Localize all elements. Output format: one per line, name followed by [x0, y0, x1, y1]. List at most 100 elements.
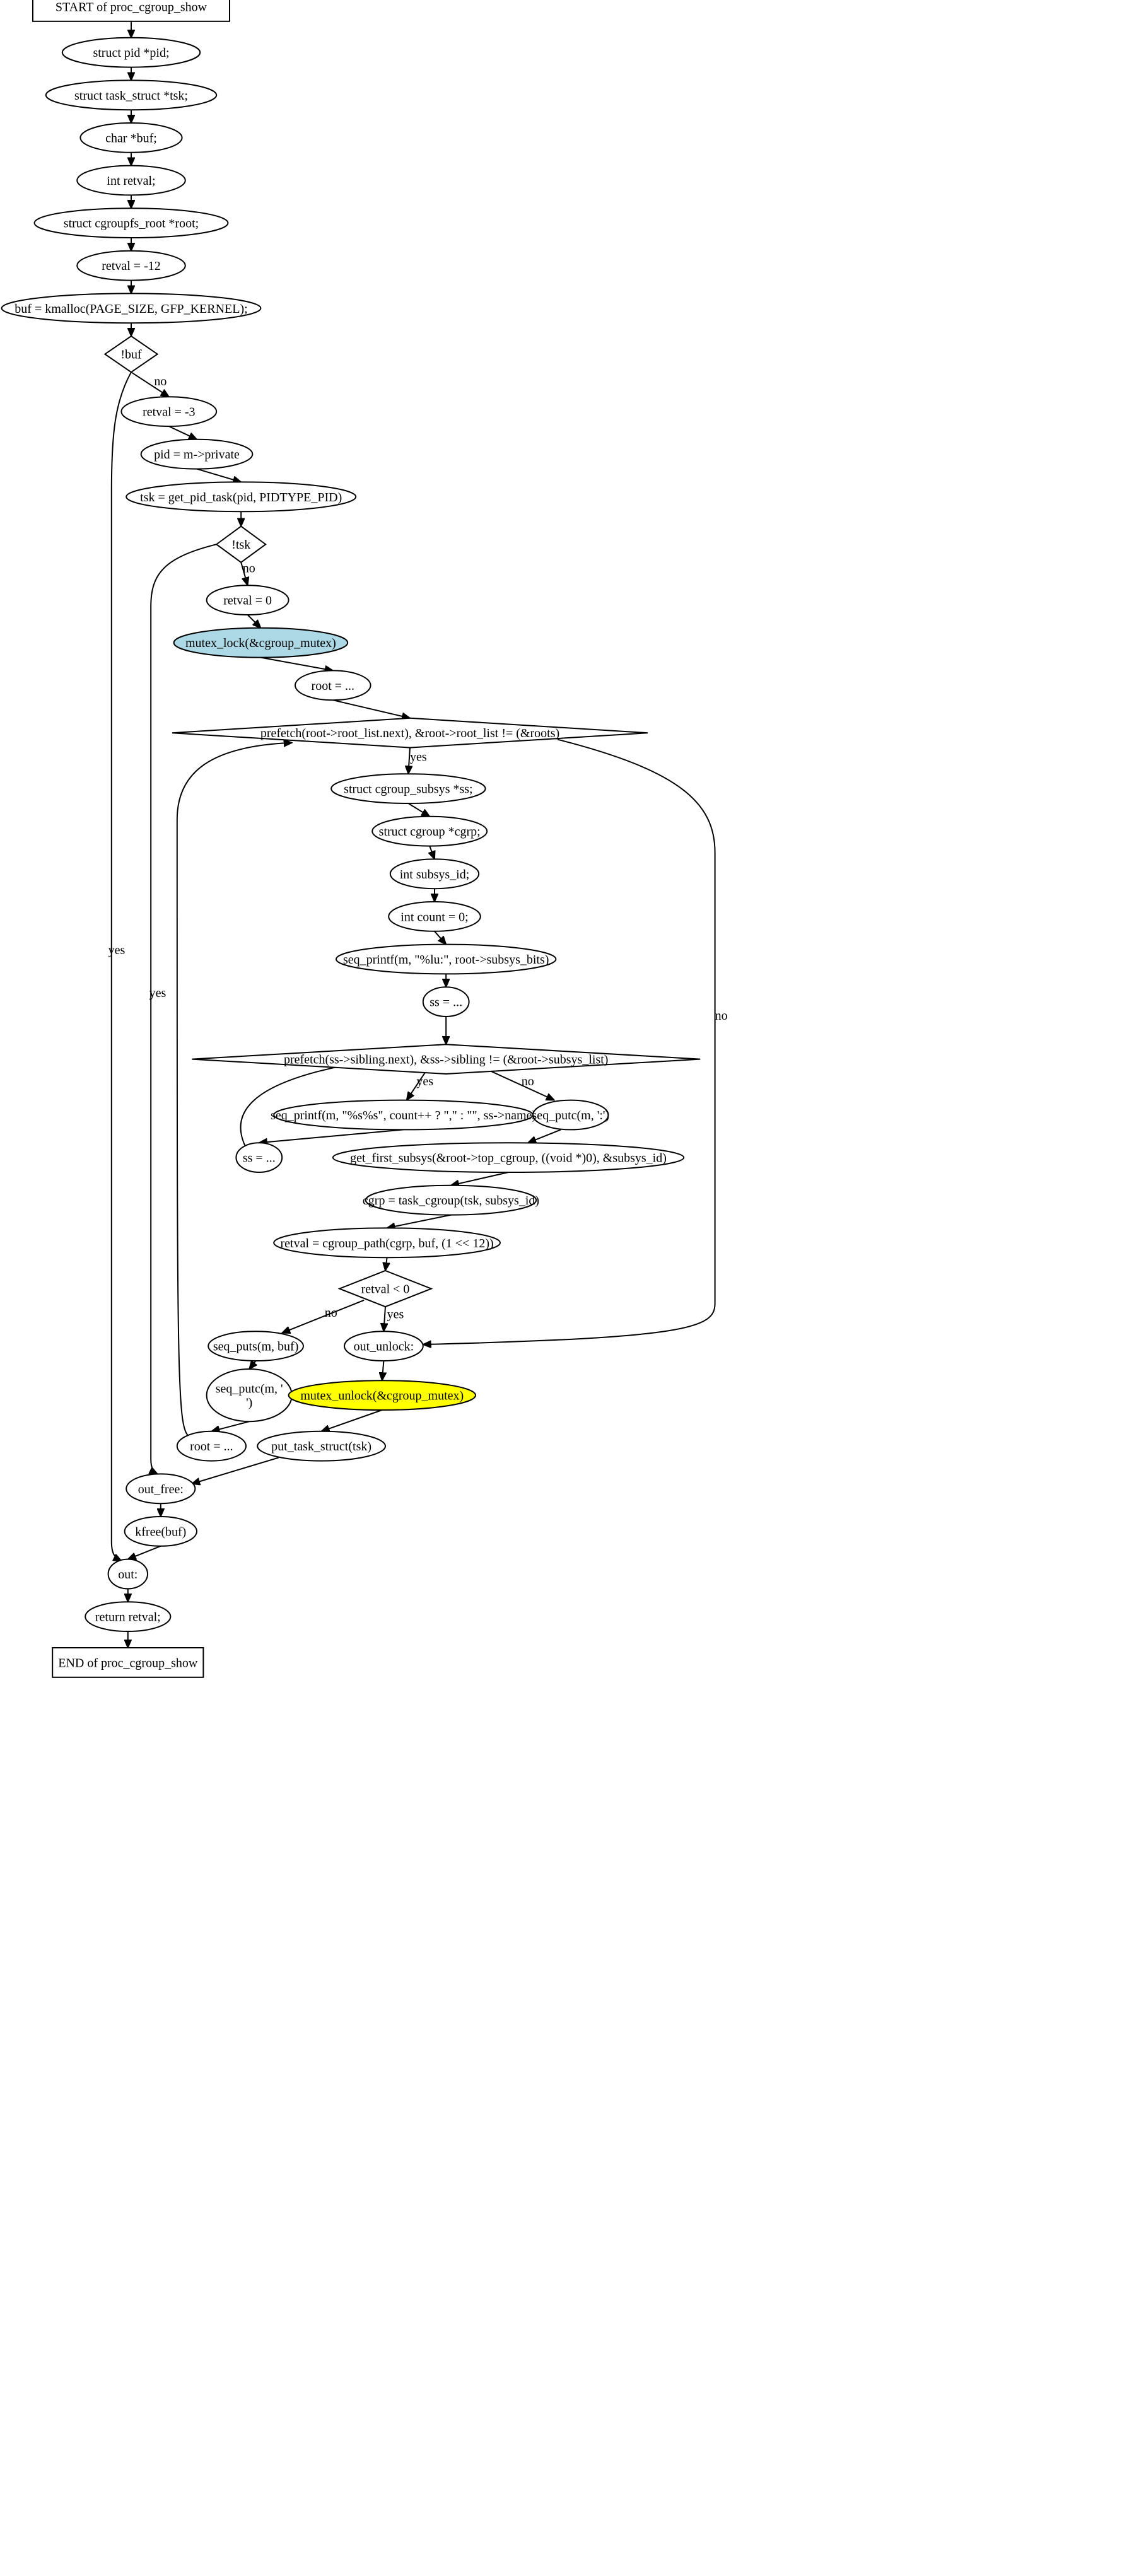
edge-n22-to-d_ss [240, 1063, 361, 1148]
node-shape [336, 943, 557, 975]
node-label: seq_printf(m, "%lu:", root->subsys_bits) [343, 953, 549, 967]
node-n24: cgrp = task_cgroup(tsk, subsys_id) [363, 1184, 539, 1216]
node-shape [1, 293, 262, 324]
node-n28: seq_putc(m, '') [206, 1368, 293, 1423]
node-label: seq_printf(m, "%s%s", count++ ? "," : ""… [271, 1109, 536, 1122]
node-label: prefetch(ss->sibling.next), &ss->sibling… [284, 1053, 609, 1067]
edge-label: no [325, 1306, 337, 1320]
node-label: struct pid *pid; [93, 46, 169, 60]
node-label: START of proc_cgroup_show [56, 0, 207, 14]
node-n16: int subsys_id; [389, 858, 480, 890]
node-shape [337, 1269, 433, 1308]
node-n7: buf = kmalloc(PAGE_SIZE, GFP_KERNEL); [1, 293, 262, 324]
node-n8: retval = -3 [120, 396, 218, 427]
edge-d_root-to-n27 [423, 738, 716, 1344]
edge-n31-to-n32 [192, 1457, 279, 1484]
node-shape [532, 1099, 609, 1131]
node-shape [33, 207, 229, 239]
node-n10: tsk = get_pid_task(pid, PIDTYPE_PID) [126, 481, 357, 513]
node-label: retval = cgroup_path(cgrp, buf, (1 << 12… [281, 1237, 494, 1250]
node-label: int count = 0; [400, 910, 468, 924]
node-n3: char *buf; [79, 122, 183, 153]
node-shape [422, 986, 470, 1017]
edge-d_ret-to-n27 [383, 1307, 385, 1331]
node-n32: out_free: [126, 1473, 196, 1505]
node-shape [120, 396, 218, 427]
node-n23: get_first_subsys(&root->top_cgroup, ((vo… [332, 1142, 685, 1173]
node-n1: struct pid *pid; [61, 37, 201, 68]
edge-label: yes [108, 943, 126, 957]
edge-label: yes [387, 1307, 404, 1321]
node-label: struct cgroup *cgrp; [379, 825, 481, 839]
node-shape [332, 1142, 685, 1173]
node-d_root: prefetch(root->root_list.next), &root->r… [172, 717, 648, 749]
node-shape [176, 1430, 247, 1462]
node-end: END of proc_cgroup_show [52, 1647, 204, 1678]
node-n25: retval = cgroup_path(cgrp, buf, (1 << 12… [273, 1227, 501, 1259]
node-label: kfree(buf) [135, 1525, 186, 1539]
node-shape [207, 1331, 305, 1362]
node-shape [126, 1473, 196, 1505]
node-label: char *buf; [105, 131, 157, 145]
edge-n20-to-n22 [259, 1129, 404, 1143]
node-shape [79, 122, 183, 153]
node-shape [76, 165, 186, 196]
node-n29: mutex_unlock(&cgroup_mutex) [288, 1380, 476, 1411]
node-n15: struct cgroup *cgrp; [371, 815, 488, 847]
node-shape [103, 335, 159, 373]
node-n14: struct cgroup_subsys *ss; [330, 773, 486, 804]
edge-d_buf-to-n34 [110, 371, 132, 1561]
node-n30: root = ... [176, 1430, 247, 1462]
node-shape [389, 858, 480, 890]
edge-n29-to-n31 [322, 1409, 383, 1431]
node-n21: seq_putc(m, ':') [532, 1099, 609, 1131]
node-n9: pid = m->private [140, 438, 254, 470]
node-shape [371, 815, 488, 847]
edge-n30-to-d_root [176, 743, 292, 1438]
node-label: out_free: [138, 1483, 184, 1496]
edge-label: no [522, 1075, 534, 1088]
edge-n23-to-n24 [451, 1172, 509, 1186]
edge-label: no [715, 1009, 728, 1023]
node-n34: out: [107, 1558, 149, 1590]
node-label: retval = -12 [102, 259, 160, 273]
node-shape [32, 0, 230, 22]
edge-label: yes [416, 1075, 433, 1088]
node-n22: ss = ... [235, 1142, 283, 1173]
edge-n9-to-n10 [196, 468, 241, 482]
edge-n11-to-n12 [247, 614, 261, 628]
edge-n13-to-d_root [332, 699, 410, 718]
node-shape [192, 1044, 701, 1075]
node-label: pid = m->private [154, 448, 240, 462]
node-label: get_first_subsys(&root->top_cgroup, ((vo… [350, 1151, 667, 1165]
node-n11: retval = 0 [206, 585, 289, 615]
node-n2: struct task_struct *tsk; [45, 79, 218, 111]
node-n19: ss = ... [422, 986, 470, 1017]
node-label: buf = kmalloc(PAGE_SIZE, GFP_KERNEL); [15, 302, 247, 316]
node-label: ') [246, 1396, 252, 1410]
node-label: ss = ... [243, 1151, 276, 1165]
node-label: seq_puts(m, buf) [213, 1340, 299, 1354]
edge-n24-to-n25 [387, 1214, 452, 1228]
node-shape [107, 1558, 149, 1590]
edges-layer [110, 21, 716, 1648]
node-shape [330, 773, 486, 804]
edge-n12-to-n13 [260, 656, 332, 671]
node-shape [140, 438, 254, 470]
node-label: out_unlock: [354, 1340, 414, 1354]
node-n4: int retval; [76, 165, 186, 196]
node-label: struct cgroup_subsys *ss; [344, 783, 472, 796]
edge-d_ret-to-n26 [282, 1299, 365, 1333]
edge-n33-to-n34 [128, 1545, 161, 1559]
edge-d_root-to-n14 [408, 747, 410, 774]
node-shape [61, 37, 201, 68]
edge-n26-to-n28 [249, 1361, 255, 1369]
node-shape [344, 1331, 424, 1362]
node-d_buf: !buf [103, 335, 159, 373]
edge-n14-to-n15 [407, 803, 430, 817]
node-shape [126, 481, 357, 513]
node-label: struct task_struct *tsk; [74, 89, 188, 103]
edge-n25-to-d_ret [385, 1257, 387, 1271]
node-shape [173, 627, 349, 658]
